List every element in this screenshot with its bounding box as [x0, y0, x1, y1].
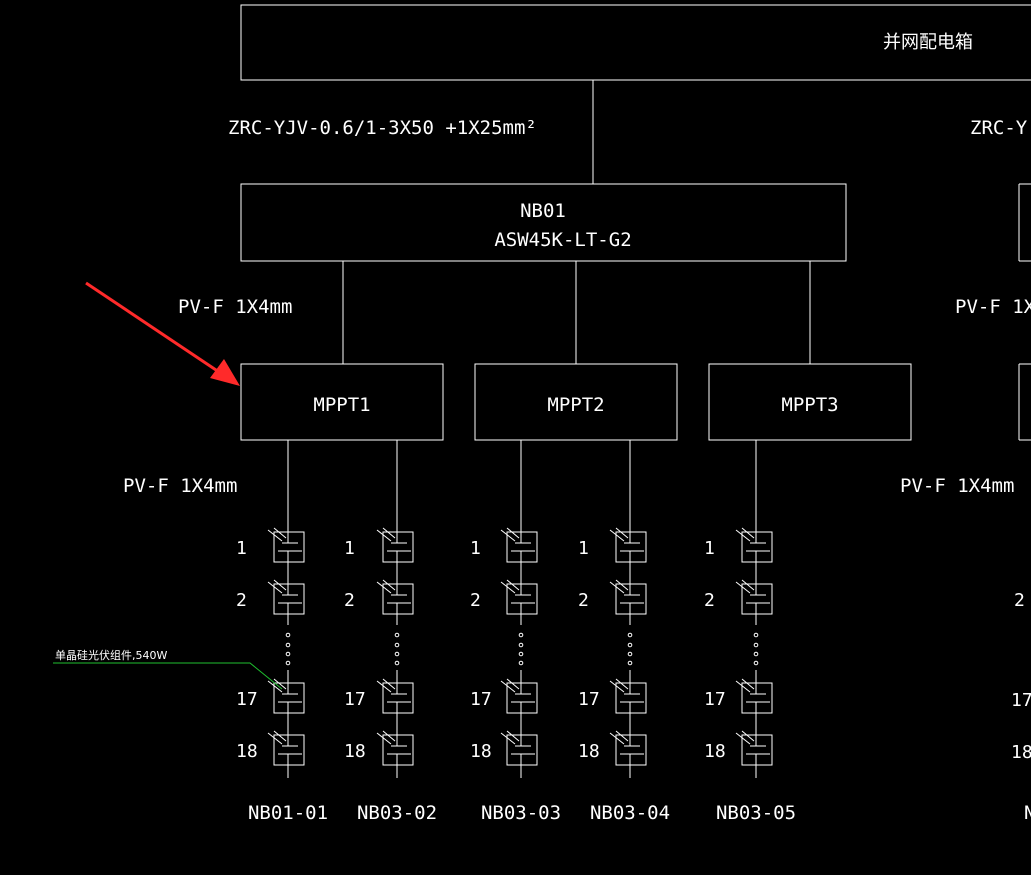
right-string-name: N [1024, 802, 1031, 824]
ellipsis-dot [518, 651, 524, 657]
pv-module-icon [609, 527, 647, 563]
pv-module-icon [267, 678, 305, 714]
module-index-label: 18 [578, 741, 600, 762]
pv-module-icon [735, 579, 773, 615]
pv-module-icon [500, 730, 538, 766]
string-cable-label-right: PV-F 1X4mm [900, 475, 1014, 497]
string-name: NB03-03 [481, 802, 561, 824]
module-index-label: 1 [704, 538, 715, 559]
grid-box-label: 并网配电箱 [883, 32, 973, 53]
pv-module-icon [609, 678, 647, 714]
right-module-label-18: 18 [1011, 742, 1031, 763]
inverter-cable-label: PV-F 1X4mm [178, 296, 292, 318]
module-index-label: 18 [236, 741, 258, 762]
string-name: NB03-04 [590, 802, 670, 824]
ellipsis-dot [394, 660, 400, 666]
ellipsis-dot [753, 632, 759, 638]
ellipsis-dot [394, 642, 400, 648]
string-name: NB03-05 [716, 802, 796, 824]
module-index-label: 17 [470, 689, 492, 710]
pv-module-icon [267, 579, 305, 615]
module-index-label: 18 [344, 741, 366, 762]
pv-module-icon [376, 678, 414, 714]
ellipsis-dot [753, 642, 759, 648]
red-arrow-icon [85, 281, 240, 386]
mppt2-label: MPPT2 [547, 394, 604, 416]
module-index-label: 2 [470, 590, 481, 611]
module-index-label: 17 [704, 689, 726, 710]
mppt2-box [474, 363, 678, 441]
module-index-label: 18 [704, 741, 726, 762]
pv-module-icon [500, 579, 538, 615]
module-index-label: 2 [344, 590, 355, 611]
module-index-label: 17 [236, 689, 258, 710]
inverter-id: NB01 [520, 200, 566, 222]
ellipsis-dot [394, 651, 400, 657]
module-index-label: 17 [344, 689, 366, 710]
main-cable-label: ZRC-YJV-0.6/1-3X50 +1X25mm² [228, 117, 537, 139]
string-name: NB01-01 [248, 802, 328, 824]
module-index-label: 1 [344, 538, 355, 559]
pv-module-icon [735, 527, 773, 563]
module-index-label: 2 [704, 590, 715, 611]
pv-strings: 121718NB01-01121718NB03-02121718NB03-031… [236, 440, 796, 824]
ellipsis-dot [627, 642, 633, 648]
ellipsis-dot [285, 651, 291, 657]
ellipsis-dot [285, 642, 291, 648]
ellipsis-dot [627, 651, 633, 657]
module-index-label: 2 [236, 590, 247, 611]
grid-distribution-box [240, 4, 1031, 81]
ellipsis-dot [394, 632, 400, 638]
mppt3-box [708, 363, 912, 441]
string-cable-label: PV-F 1X4mm [123, 475, 237, 497]
inverter-cable-label-right: PV-F 1X [955, 296, 1031, 318]
ellipsis-dot [518, 642, 524, 648]
mppt1-box [240, 363, 444, 441]
ellipsis-dot [285, 660, 291, 666]
main-cable-label-right: ZRC-Y [970, 117, 1028, 139]
string-name: NB03-02 [357, 802, 437, 824]
pv-module-icon [500, 678, 538, 714]
pv-module-icon [376, 579, 414, 615]
ellipsis-dot [753, 660, 759, 666]
annotation-label: 单晶硅光伏组件,540W [55, 648, 167, 662]
mppt3-label: MPPT3 [781, 394, 838, 416]
module-index-label: 1 [236, 538, 247, 559]
ellipsis-dot [627, 660, 633, 666]
module-index-label: 1 [470, 538, 481, 559]
mppt1-label: MPPT1 [313, 394, 370, 416]
module-index-label: 2 [578, 590, 589, 611]
pv-module-icon [735, 678, 773, 714]
pv-module-icon [609, 579, 647, 615]
inverter-box [240, 183, 847, 262]
ellipsis-dot [285, 632, 291, 638]
annotation-leader-line [53, 662, 283, 690]
pv-module-icon [609, 730, 647, 766]
pv-module-icon [267, 730, 305, 766]
pv-module-icon [500, 527, 538, 563]
module-index-label: 18 [470, 741, 492, 762]
pv-module-icon [735, 730, 773, 766]
right-module-label-17: 17 [1011, 690, 1031, 711]
module-index-label: 1 [578, 538, 589, 559]
pv-module-icon [267, 527, 305, 563]
inverter-model: ASW45K-LT-G2 [494, 229, 631, 251]
right-module-label-2: 2 [1014, 590, 1025, 611]
module-index-label: 17 [578, 689, 600, 710]
ellipsis-dot [518, 660, 524, 666]
pv-module-icon [376, 730, 414, 766]
pv-module-icon [376, 527, 414, 563]
ellipsis-dot [518, 632, 524, 638]
ellipsis-dot [627, 632, 633, 638]
ellipsis-dot [753, 651, 759, 657]
